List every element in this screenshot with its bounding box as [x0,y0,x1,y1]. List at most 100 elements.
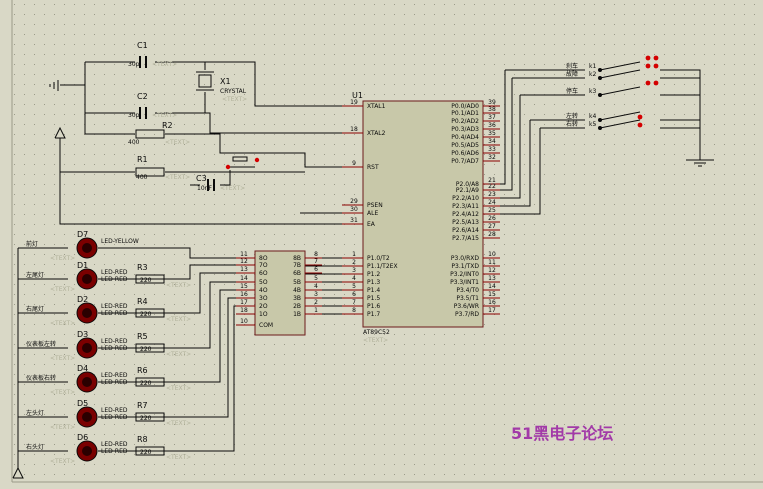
pin-name: P0.2/AD2 [451,118,479,125]
led-label: 左尾灯 [26,271,44,279]
resistor-placeholder: <TEXT> [166,282,191,289]
resistor-placeholder: <TEXT> [166,351,191,358]
led-label: 右头灯 [26,443,44,451]
led-ref: D1 [77,261,88,270]
resistor-r1[interactable]: R1 400 <TEXT> [135,155,190,181]
pin-name: P2.0/A8 [456,181,479,188]
pin-name: P1.3 [367,279,380,286]
u1-body [362,100,484,328]
driver-pin-18: 18 1O [236,307,268,318]
resistor-placeholder: <TEXT> [166,454,191,461]
switch-icon [598,63,659,80]
pin-name: P2.7/A15 [452,235,479,242]
pin-name: COM [259,322,273,329]
led-ref: D2 [77,295,88,304]
pin-name: P2.6/A14 [452,227,479,234]
pin-number: 7 [314,258,318,265]
switch-label: 右转 [566,120,578,128]
pin-number: 7 [352,299,356,306]
resistor-value: 220 [140,311,152,318]
switch-icon [598,119,643,130]
pin-number: 3 [314,291,318,298]
pin-number: 9 [352,160,356,167]
driver-pin-2: 22B [293,299,322,310]
pin-name: P3.5/T1 [456,295,479,302]
led-type: LED-YELLOW [101,238,139,245]
c1-value: 30p [128,61,140,68]
led-placeholder: <TEXT> [50,320,75,327]
led-icon [76,237,98,259]
pin-name: 7O [259,262,268,269]
led-label: 仪表板右转 [26,374,56,382]
pin-number: 4 [352,275,356,282]
pin-number: 4 [314,283,318,290]
capacitor-c2[interactable]: C2 30p <TEXT> [128,92,177,119]
watermark: 51黑电子论坛 [511,424,614,443]
x1-placeholder: <TEXT> [222,96,247,103]
pin-number: 11 [488,259,496,266]
driver-pin-5: 55B [293,275,322,286]
driver-body [254,250,306,336]
pin-name: 5O [259,279,268,286]
pin-name: 8O [259,255,268,262]
pin-number: 1 [352,251,356,258]
resistor-value: 220 [140,380,152,387]
pin-name: P3.7/RD [455,311,479,318]
led-type: LED-RED [101,345,128,352]
pin-number: 15 [240,283,248,290]
resistor-value: 220 [140,415,152,422]
pin-name: P3.3/INT1 [450,279,479,286]
led-icon [76,406,98,428]
led-type: LED-RED [101,276,128,283]
pin-number: 18 [240,307,248,314]
pin-name: P0.7/AD7 [451,158,479,165]
reset-button[interactable] [225,156,260,170]
r2-value: 400 [128,139,140,146]
led-icon [76,268,98,290]
capacitor-c1[interactable]: C1 30p <TEXT> [128,41,177,68]
resistor-r2[interactable]: R2 400 <TEXT> [128,121,190,146]
power-arrow-icon [54,126,66,139]
led-type: LED-RED [101,303,128,310]
pin-name: 1O [259,311,268,318]
pin-number: 23 [488,191,496,198]
pin-number: 18 [350,126,358,133]
led-label: 右尾灯 [26,305,44,313]
capacitor-c3[interactable]: C3 10nF <TEXT> [196,174,245,192]
pin-number: 17 [488,307,496,314]
crystal-x1[interactable]: X1 CRYSTAL <TEXT> [196,71,247,103]
pin-name: PSEN [367,202,383,209]
led-type: LED-RED [101,414,128,421]
led-label: 前灯 [26,240,38,248]
